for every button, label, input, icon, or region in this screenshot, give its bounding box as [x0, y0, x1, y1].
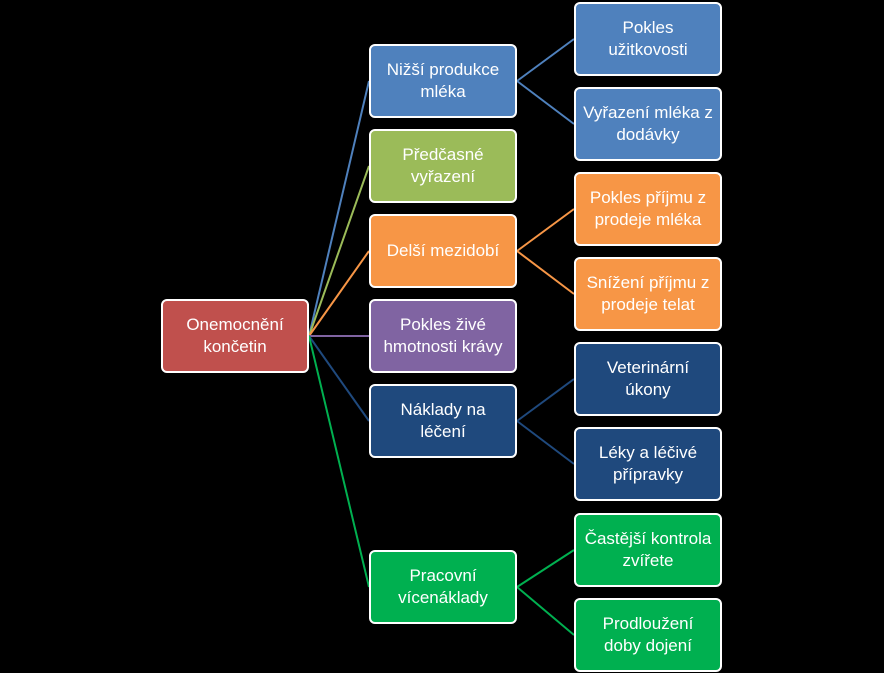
node-leaf-6-2: Prodloužení doby dojení — [574, 598, 722, 672]
node-branch-1: Nižší produkce mléka — [369, 44, 517, 118]
node-leaf-5-2: Léky a léčivé přípravky — [574, 427, 722, 501]
node-leaf-3-2: Snížení příjmu z prodeje telat — [574, 257, 722, 331]
node-root: Onemocnění končetin — [161, 299, 309, 373]
node-branch-3: Delší mezidobí — [369, 214, 517, 288]
connector-branch-3-leaf-1 — [516, 208, 575, 252]
node-leaf-1-2: Vyřazení mléka z dodávky — [574, 87, 722, 161]
connector-branch-5-leaf-2 — [516, 420, 575, 465]
connector-root-branch-2 — [308, 165, 370, 337]
connector-branch-6-leaf-2 — [516, 586, 575, 636]
node-branch-5: Náklady na léčení — [369, 384, 517, 458]
node-leaf-5-1: Veterinární úkony — [574, 342, 722, 416]
connector-branch-3-leaf-2 — [516, 250, 575, 295]
node-branch-2: Předčasné vyřazení — [369, 129, 517, 203]
node-branch-6: Pracovní vícenáklady — [369, 550, 517, 624]
connector-root-branch-6 — [308, 335, 370, 588]
node-leaf-6-1: Častější kontrola zvířete — [574, 513, 722, 587]
connector-branch-1-leaf-2 — [516, 80, 575, 125]
connector-branch-6-leaf-1 — [516, 549, 575, 588]
connector-branch-5-leaf-1 — [516, 378, 575, 422]
node-leaf-1-1: Pokles užitkovosti — [574, 2, 722, 76]
node-branch-4: Pokles živé hmotnosti krávy — [369, 299, 517, 373]
connector-root-branch-3 — [308, 250, 370, 337]
node-leaf-3-1: Pokles příjmu z prodeje mléka — [574, 172, 722, 246]
connector-root-branch-5 — [308, 335, 370, 422]
connector-branch-1-leaf-1 — [516, 38, 575, 82]
connector-root-branch-1 — [308, 80, 370, 337]
